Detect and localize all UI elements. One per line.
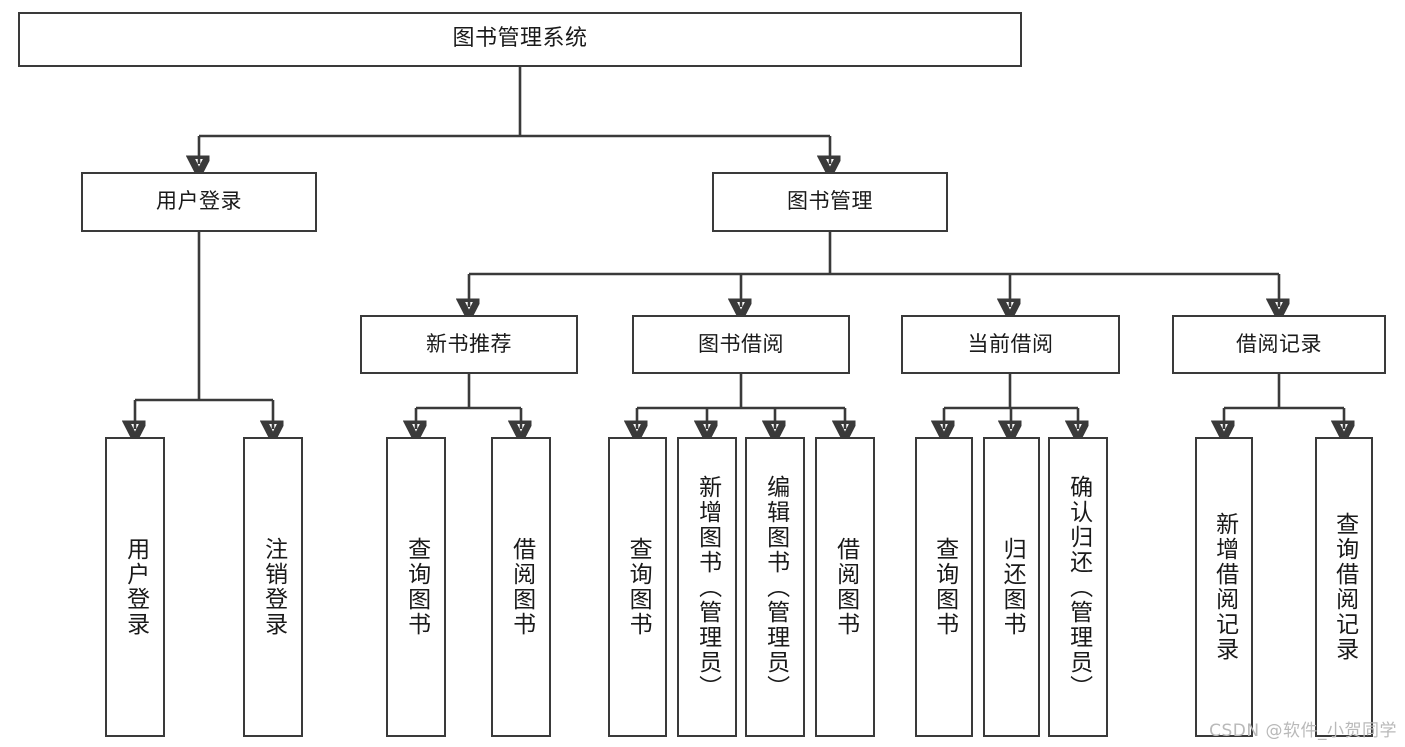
node-leaf-query-book-1[interactable]: 查询图书	[386, 437, 446, 737]
node-current-borrow[interactable]: 当前借阅	[901, 315, 1120, 374]
node-label: 查询图书	[931, 537, 958, 637]
node-label: 查询图书	[403, 537, 430, 637]
node-leaf-query-book-2[interactable]: 查询图书	[608, 437, 667, 737]
node-user-login[interactable]: 用户登录	[81, 172, 317, 232]
node-label: 借阅记录	[1236, 331, 1322, 356]
node-label: 用户登录	[122, 537, 149, 637]
node-label: 图书借阅	[698, 331, 784, 356]
node-root-system[interactable]: 图书管理系统	[18, 12, 1022, 67]
node-label: 注销登录	[260, 537, 287, 637]
node-leaf-add-record[interactable]: 新增借阅记录	[1195, 437, 1253, 737]
node-label: 用户登录	[156, 189, 242, 214]
node-new-book-rec[interactable]: 新书推荐	[360, 315, 578, 374]
node-leaf-user-login[interactable]: 用户登录	[105, 437, 165, 737]
node-leaf-confirm-return[interactable]: 确认归还（管理员）	[1048, 437, 1108, 737]
node-label: 归还图书	[999, 537, 1026, 637]
node-label: 当前借阅	[967, 331, 1054, 356]
node-leaf-query-book-3[interactable]: 查询图书	[915, 437, 973, 737]
node-leaf-edit-book[interactable]: 编辑图书（管理员）	[745, 437, 805, 737]
node-label: 新增借阅记录	[1211, 512, 1238, 662]
watermark-text: CSDN @软件_小贺同学	[1209, 721, 1397, 741]
node-label: 借阅图书	[508, 537, 535, 637]
node-leaf-query-record[interactable]: 查询借阅记录	[1315, 437, 1373, 737]
node-leaf-borrow-book-2[interactable]: 借阅图书	[815, 437, 875, 737]
node-leaf-borrow-book-1[interactable]: 借阅图书	[491, 437, 551, 737]
node-book-manage[interactable]: 图书管理	[712, 172, 948, 232]
node-label: 确认归还（管理员）	[1065, 474, 1092, 700]
node-label: 新书推荐	[426, 331, 512, 356]
node-label: 借阅图书	[832, 537, 859, 637]
node-label: 图书管理	[787, 189, 873, 214]
node-label: 新增图书（管理员）	[694, 474, 721, 700]
node-book-borrow[interactable]: 图书借阅	[632, 315, 850, 374]
node-leaf-add-book[interactable]: 新增图书（管理员）	[677, 437, 737, 737]
node-leaf-logout[interactable]: 注销登录	[243, 437, 303, 737]
node-label: 编辑图书（管理员）	[762, 474, 789, 700]
node-label: 查询借阅记录	[1331, 512, 1358, 662]
node-label: 查询图书	[625, 537, 652, 637]
node-leaf-return-book[interactable]: 归还图书	[983, 437, 1040, 737]
node-label: 图书管理系统	[452, 26, 588, 52]
node-borrow-record[interactable]: 借阅记录	[1172, 315, 1386, 374]
